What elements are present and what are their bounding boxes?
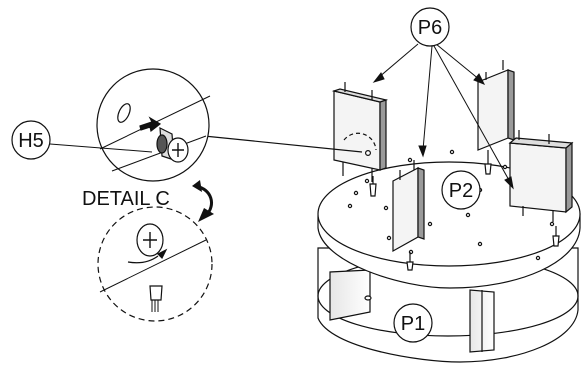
partition-left [329,269,371,321]
rotate-arrow [192,180,214,222]
screw-left [369,183,377,197]
zoom-detail [96,68,363,182]
panel-middle [392,160,425,271]
panel-back-right [477,60,515,175]
h5-callout-circle [11,120,51,160]
label-p2: P2 [449,180,473,202]
p6-leaders [372,43,514,190]
p1-callout-circle [393,303,433,343]
zoom-leader [203,135,363,153]
p2-callout-circle [441,170,481,210]
label-h5: H5 [18,130,44,152]
label-p1: P1 [401,313,425,335]
label-p6: P6 [418,17,442,39]
p6-callout-circle [410,7,450,47]
label-detail-c: DETAIL C [82,188,170,210]
partition-hole [364,295,372,301]
base-unit [317,149,581,363]
detail-c-circle [97,206,213,322]
insert-arrow [139,116,162,133]
panel-left [331,82,389,182]
h5-leader [49,143,153,153]
